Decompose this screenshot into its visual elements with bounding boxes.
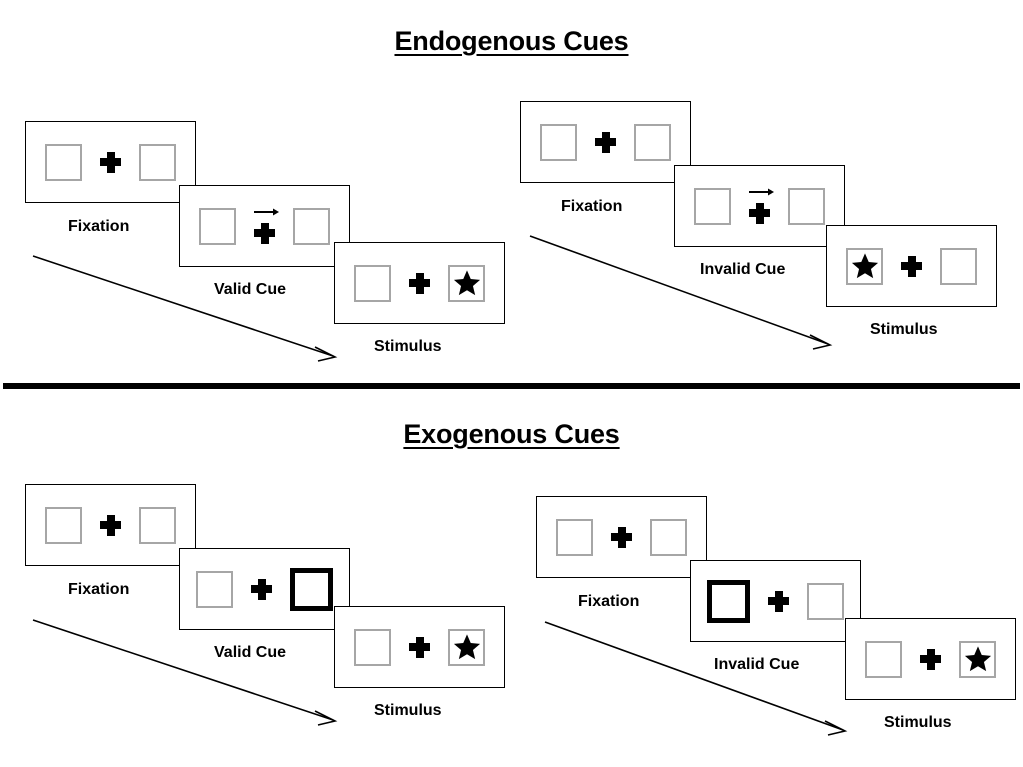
step-label-endogenous-valid-fixation: Fixation xyxy=(68,218,130,235)
cue-center-stack xyxy=(748,188,774,225)
plus-icon xyxy=(100,151,121,173)
step-label-endogenous-valid-cue: Valid Cue xyxy=(214,281,287,298)
box-left-cued xyxy=(707,579,750,623)
plus-icon xyxy=(611,526,632,548)
box-right xyxy=(139,506,176,544)
plus-icon xyxy=(409,636,430,658)
step-label-exogenous-invalid-fixation: Fixation xyxy=(578,593,640,610)
panel-endogenous-invalid-stimulus xyxy=(826,225,997,307)
star-icon xyxy=(851,252,879,280)
box-left xyxy=(45,506,82,544)
plus-icon xyxy=(100,514,121,536)
box-right-target xyxy=(448,628,485,666)
plus-icon xyxy=(251,578,272,600)
box-left xyxy=(199,207,236,245)
box-right xyxy=(807,582,844,620)
panel-exogenous-invalid-fixation xyxy=(536,496,707,578)
arrow-right-icon xyxy=(748,188,774,195)
box-right-target xyxy=(959,640,996,678)
step-label-exogenous-valid-stimulus: Stimulus xyxy=(374,702,442,719)
box-left xyxy=(540,123,577,161)
panel-endogenous-invalid-cue xyxy=(674,165,845,247)
box-left-target xyxy=(846,247,883,285)
panel-exogenous-invalid-stimulus xyxy=(845,618,1016,700)
plus-icon xyxy=(749,202,770,224)
step-label-endogenous-invalid-cue: Invalid Cue xyxy=(700,261,786,278)
plus-icon xyxy=(595,131,616,153)
section-title-exogenous: Exogenous Cues xyxy=(403,419,620,449)
box-right xyxy=(650,518,687,556)
arrow-right-icon xyxy=(253,208,279,215)
step-label-exogenous-invalid-cue: Invalid Cue xyxy=(714,656,800,673)
box-right xyxy=(940,247,977,285)
section-divider xyxy=(3,383,1020,389)
step-label-endogenous-invalid-stimulus: Stimulus xyxy=(870,321,938,338)
panel-exogenous-valid-fixation xyxy=(25,484,196,566)
box-right-cued xyxy=(290,567,333,611)
box-left xyxy=(865,640,902,678)
panel-exogenous-invalid-cue xyxy=(690,560,861,642)
step-label-exogenous-valid-fixation: Fixation xyxy=(68,581,130,598)
star-icon xyxy=(964,645,992,673)
panel-endogenous-valid-stimulus xyxy=(334,242,505,324)
plus-icon xyxy=(409,272,430,294)
diagonal-arrow-icon xyxy=(529,235,833,350)
box-right-target xyxy=(448,264,485,302)
box-left xyxy=(354,264,391,302)
star-icon xyxy=(453,269,481,297)
box-right xyxy=(788,187,825,225)
box-left xyxy=(196,570,233,608)
panel-exogenous-valid-cue xyxy=(179,548,350,630)
box-right xyxy=(139,143,176,181)
box-left xyxy=(556,518,593,556)
panel-endogenous-valid-cue xyxy=(179,185,350,267)
step-label-endogenous-valid-stimulus: Stimulus xyxy=(374,338,442,355)
section-title-endogenous: Endogenous Cues xyxy=(394,26,629,56)
plus-icon xyxy=(768,590,789,612)
box-left xyxy=(45,143,82,181)
cue-center-stack xyxy=(253,208,279,245)
step-label-exogenous-invalid-stimulus: Stimulus xyxy=(884,714,952,731)
plus-icon xyxy=(920,648,941,670)
box-left xyxy=(354,628,391,666)
box-right xyxy=(293,207,330,245)
panel-endogenous-valid-fixation xyxy=(25,121,196,203)
panel-endogenous-invalid-fixation xyxy=(520,101,691,183)
box-left xyxy=(694,187,731,225)
plus-icon xyxy=(901,255,922,277)
step-label-exogenous-valid-cue: Valid Cue xyxy=(214,644,287,661)
panel-exogenous-valid-stimulus xyxy=(334,606,505,688)
box-right xyxy=(634,123,671,161)
star-icon xyxy=(453,633,481,661)
step-label-endogenous-invalid-fixation: Fixation xyxy=(561,198,623,215)
plus-icon xyxy=(254,222,275,244)
diagonal-arrow-icon xyxy=(32,619,338,726)
